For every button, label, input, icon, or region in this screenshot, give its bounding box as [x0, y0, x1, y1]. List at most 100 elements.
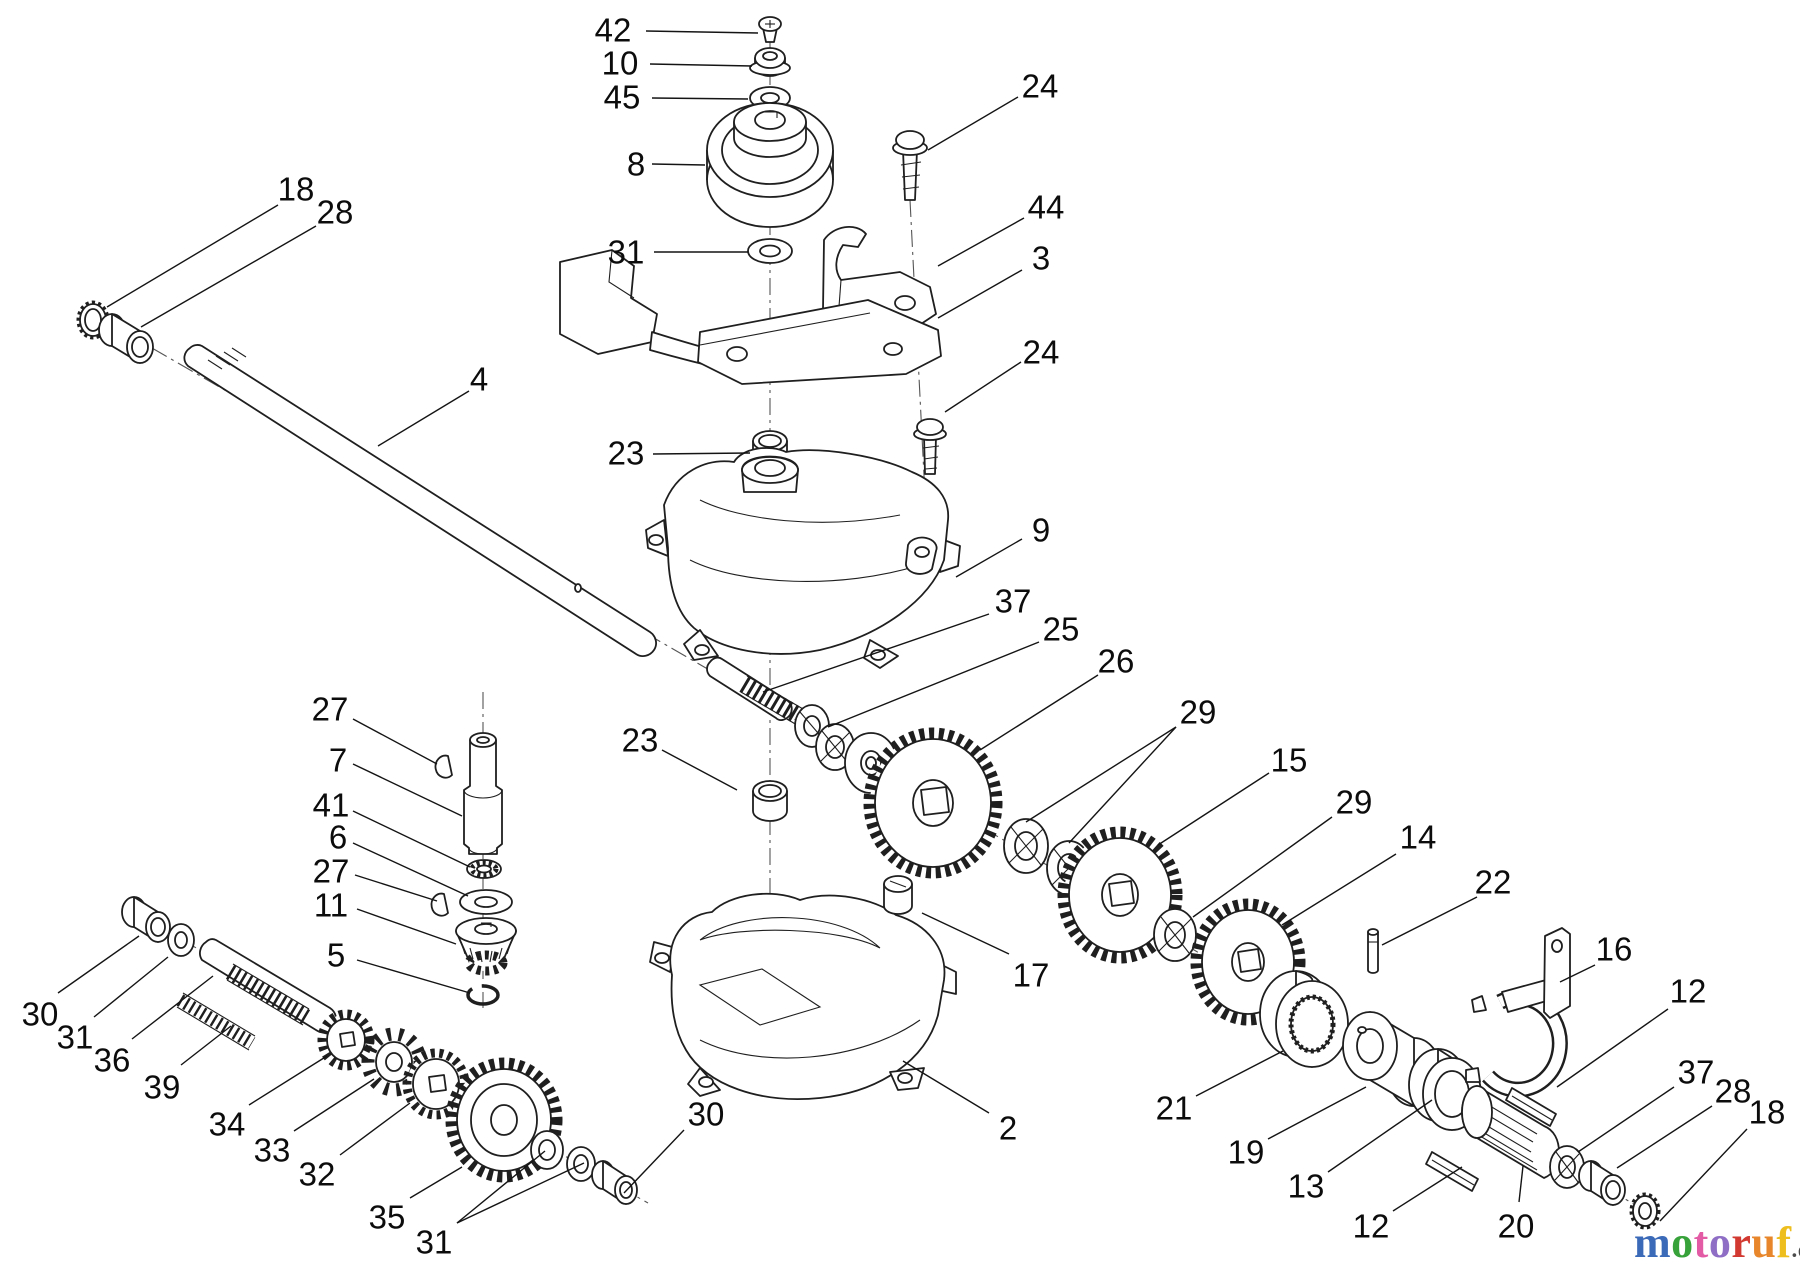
callout-29: 29 — [1180, 694, 1217, 731]
callout-5: 5 — [327, 937, 345, 974]
leader-line-29 — [1025, 726, 1177, 823]
callout-25: 25 — [1043, 611, 1080, 648]
leader-line-44 — [937, 217, 1025, 267]
leader-line-22 — [1381, 896, 1478, 946]
leader-line-8 — [651, 163, 706, 166]
leader-line-31 — [456, 1162, 585, 1224]
callout-13: 13 — [1288, 1168, 1325, 1205]
leader-line-20 — [1518, 1165, 1524, 1203]
callout-37-2: 37 — [1678, 1054, 1715, 1091]
leader-line-10 — [649, 63, 753, 67]
leader-line-14 — [1281, 853, 1397, 926]
callout-34: 34 — [209, 1106, 246, 1143]
leader-line-18 — [106, 204, 279, 308]
callout-11: 11 — [314, 887, 348, 924]
part-key-27-upper — [434, 754, 453, 779]
leader-line-19 — [1267, 1086, 1367, 1140]
leader-line-12 — [1556, 1008, 1669, 1088]
part-pinion-34 — [317, 1009, 375, 1071]
parts-layer — [76, 16, 1661, 1230]
part-splined-shaft-20 — [1461, 1085, 1560, 1179]
callout-4: 4 — [470, 361, 488, 398]
leader-line-41 — [352, 810, 471, 868]
part-gear-35 — [445, 1057, 563, 1183]
part-snap-ring-5 — [466, 984, 500, 1006]
callout-28-2: 28 — [1715, 1073, 1752, 1110]
part-bushing-28-left — [98, 313, 154, 364]
callout-44: 44 — [1028, 189, 1065, 226]
leader-line-33 — [293, 1078, 375, 1132]
leader-line-15 — [1157, 772, 1270, 846]
leader-line-28 — [140, 225, 317, 328]
callout-24: 24 — [1022, 68, 1059, 105]
leader-line-30 — [623, 1129, 685, 1194]
leader-line-5 — [356, 959, 471, 994]
part-key-12-upper — [1505, 1087, 1557, 1127]
leader-line-12 — [1392, 1166, 1463, 1212]
callout-12-2: 12 — [1353, 1208, 1390, 1245]
leader-line-31 — [93, 956, 169, 1018]
callout-26: 26 — [1098, 643, 1135, 680]
part-bolt-24-lower — [913, 418, 947, 475]
leader-line-32 — [339, 1102, 411, 1156]
leader-line-27 — [354, 874, 438, 902]
leader-line-23 — [661, 749, 738, 791]
leader-line-3 — [937, 269, 1023, 319]
callout-24-2: 24 — [1023, 334, 1060, 371]
callout-2: 2 — [999, 1110, 1017, 1147]
leader-line-36 — [131, 975, 214, 1040]
leader-line-2 — [902, 1060, 990, 1114]
leader-line-27 — [352, 718, 438, 765]
part-washer-31-top — [747, 238, 793, 264]
part-housing-2 — [649, 892, 957, 1100]
callout-36: 36 — [94, 1042, 131, 1079]
leader-line-37 — [1577, 1086, 1675, 1153]
leader-line-42 — [645, 30, 759, 34]
part-pin-22 — [1367, 928, 1379, 974]
callouts-layer: 4210458312444324182842393725262915291422… — [22, 12, 1786, 1261]
leader-line-26 — [979, 674, 1099, 751]
callout-31-3: 31 — [416, 1224, 453, 1261]
part-bushing-30-bottom — [591, 1160, 638, 1205]
callout-19: 19 — [1228, 1134, 1265, 1171]
callout-20: 20 — [1498, 1208, 1535, 1245]
part-gearcase-9 — [645, 447, 961, 669]
part-shift-fork-16 — [1465, 927, 1571, 1098]
leader-line-4 — [377, 390, 470, 447]
part-pinion-shaft-7 — [463, 732, 503, 855]
part-shaft-36 — [199, 938, 337, 1033]
part-washer-29-single — [1153, 908, 1197, 962]
callout-27: 27 — [312, 691, 349, 728]
callout-9: 9 — [1032, 512, 1050, 549]
part-detent-plug-17 — [883, 875, 913, 915]
part-bearing-washer-41 — [466, 859, 502, 879]
part-shaft-tip-spring-37 — [706, 656, 805, 726]
part-shaft-4 — [183, 344, 657, 657]
leader-line-18 — [1659, 1128, 1748, 1222]
leader-line-23 — [652, 452, 751, 455]
leader-line-34 — [248, 1055, 328, 1106]
leader-line-29 — [1068, 726, 1177, 844]
callout-6: 6 — [329, 819, 347, 856]
part-bushing-30-left — [121, 896, 171, 943]
part-bolt-24-upper — [892, 130, 928, 201]
leader-line-29 — [1192, 816, 1333, 918]
callout-7: 7 — [329, 742, 347, 779]
part-screw-42 — [758, 16, 782, 43]
part-bracket-plate-3 — [697, 299, 942, 385]
callout-14: 14 — [1400, 819, 1437, 856]
part-spring-39 — [176, 992, 256, 1051]
part-flange-nut-10 — [749, 47, 791, 77]
callout-41: 41 — [313, 787, 350, 824]
part-bearing-21 — [1259, 970, 1349, 1068]
leader-line-13 — [1327, 1099, 1433, 1173]
part-bushing-28-right — [1578, 1160, 1626, 1206]
part-gear-15 — [1057, 826, 1183, 964]
leader-line-21 — [1195, 1050, 1284, 1097]
callout-12: 12 — [1670, 973, 1707, 1010]
leader-line-6 — [352, 842, 469, 897]
leader-line-11 — [356, 908, 457, 945]
leader-line-17 — [921, 912, 1010, 955]
callout-3: 3 — [1032, 240, 1050, 277]
